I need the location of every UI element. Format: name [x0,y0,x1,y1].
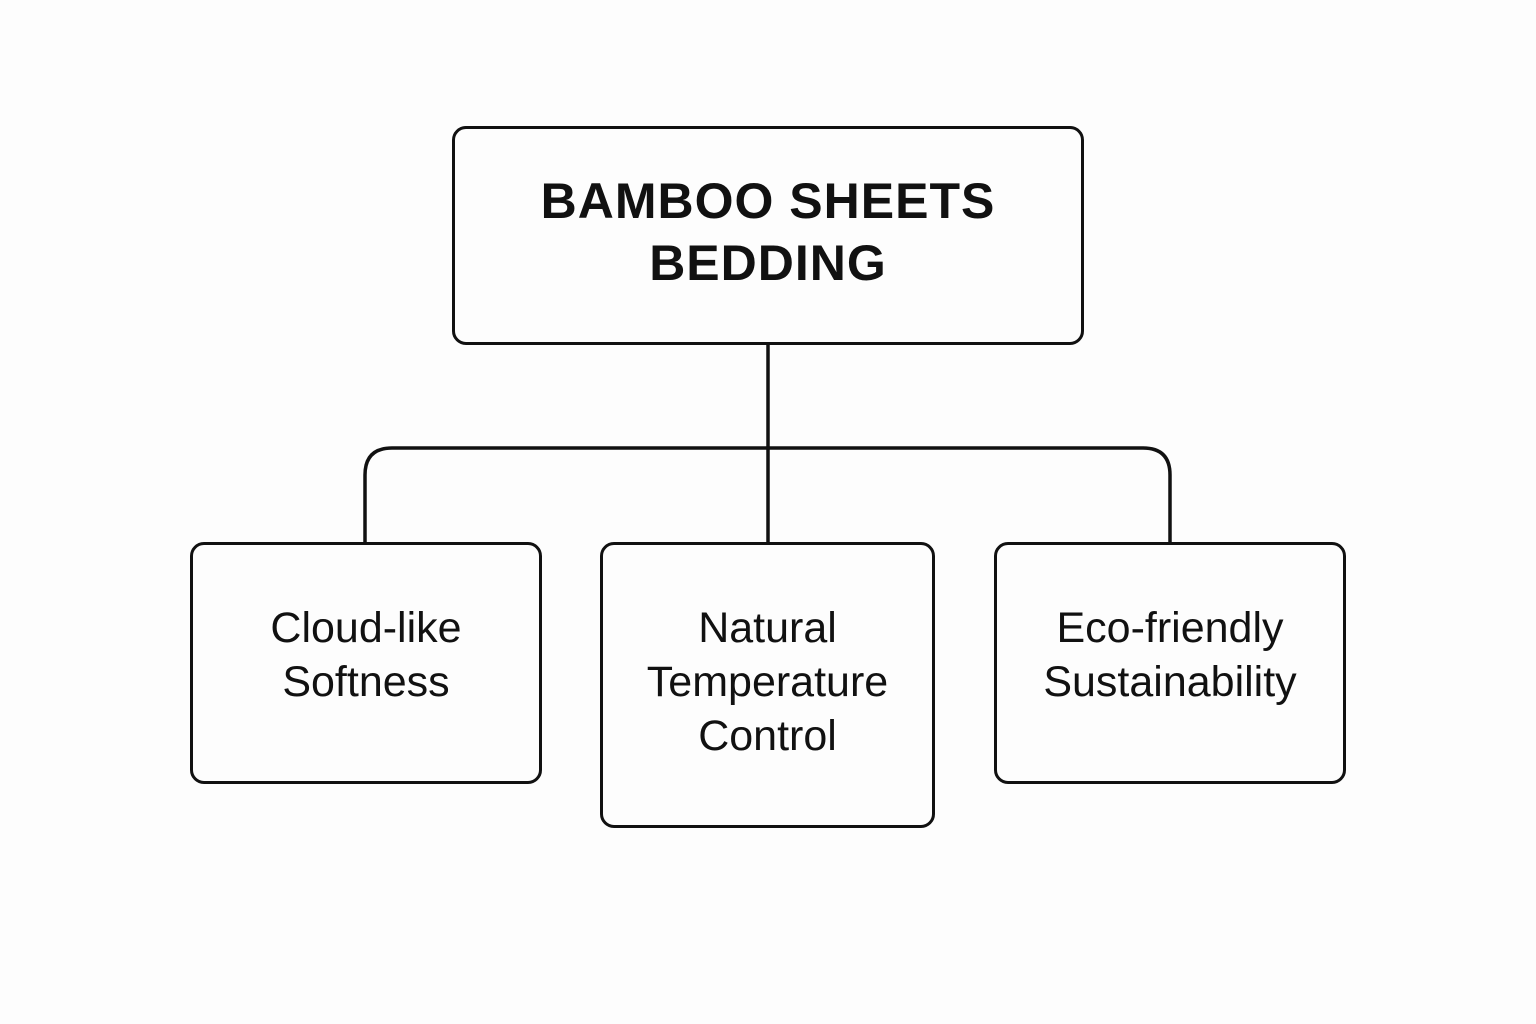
child-node-temperature-control: Natural Temperature Control [600,542,935,828]
child-node-label-line: Eco-friendly [1056,604,1284,652]
child-node-label-line: Cloud-like [270,604,462,652]
child-node-label-line: Control [698,712,837,760]
root-node-title-line-1: BAMBOO SHEETS [540,172,996,229]
root-node-title-line-2: BEDDING [649,234,887,291]
child-node-label-line: Temperature [646,658,889,706]
child-node-label-line: Natural [698,604,837,652]
connector-branch-bar [363,446,1172,542]
root-node: BAMBOO SHEETS BEDDING [452,126,1084,345]
child-node-label-line: Softness [282,658,450,706]
child-node-sustainability: Eco-friendly Sustainability [994,542,1346,784]
child-node-label-line: Sustainability [1043,658,1297,706]
child-node-softness: Cloud-like Softness [190,542,542,784]
